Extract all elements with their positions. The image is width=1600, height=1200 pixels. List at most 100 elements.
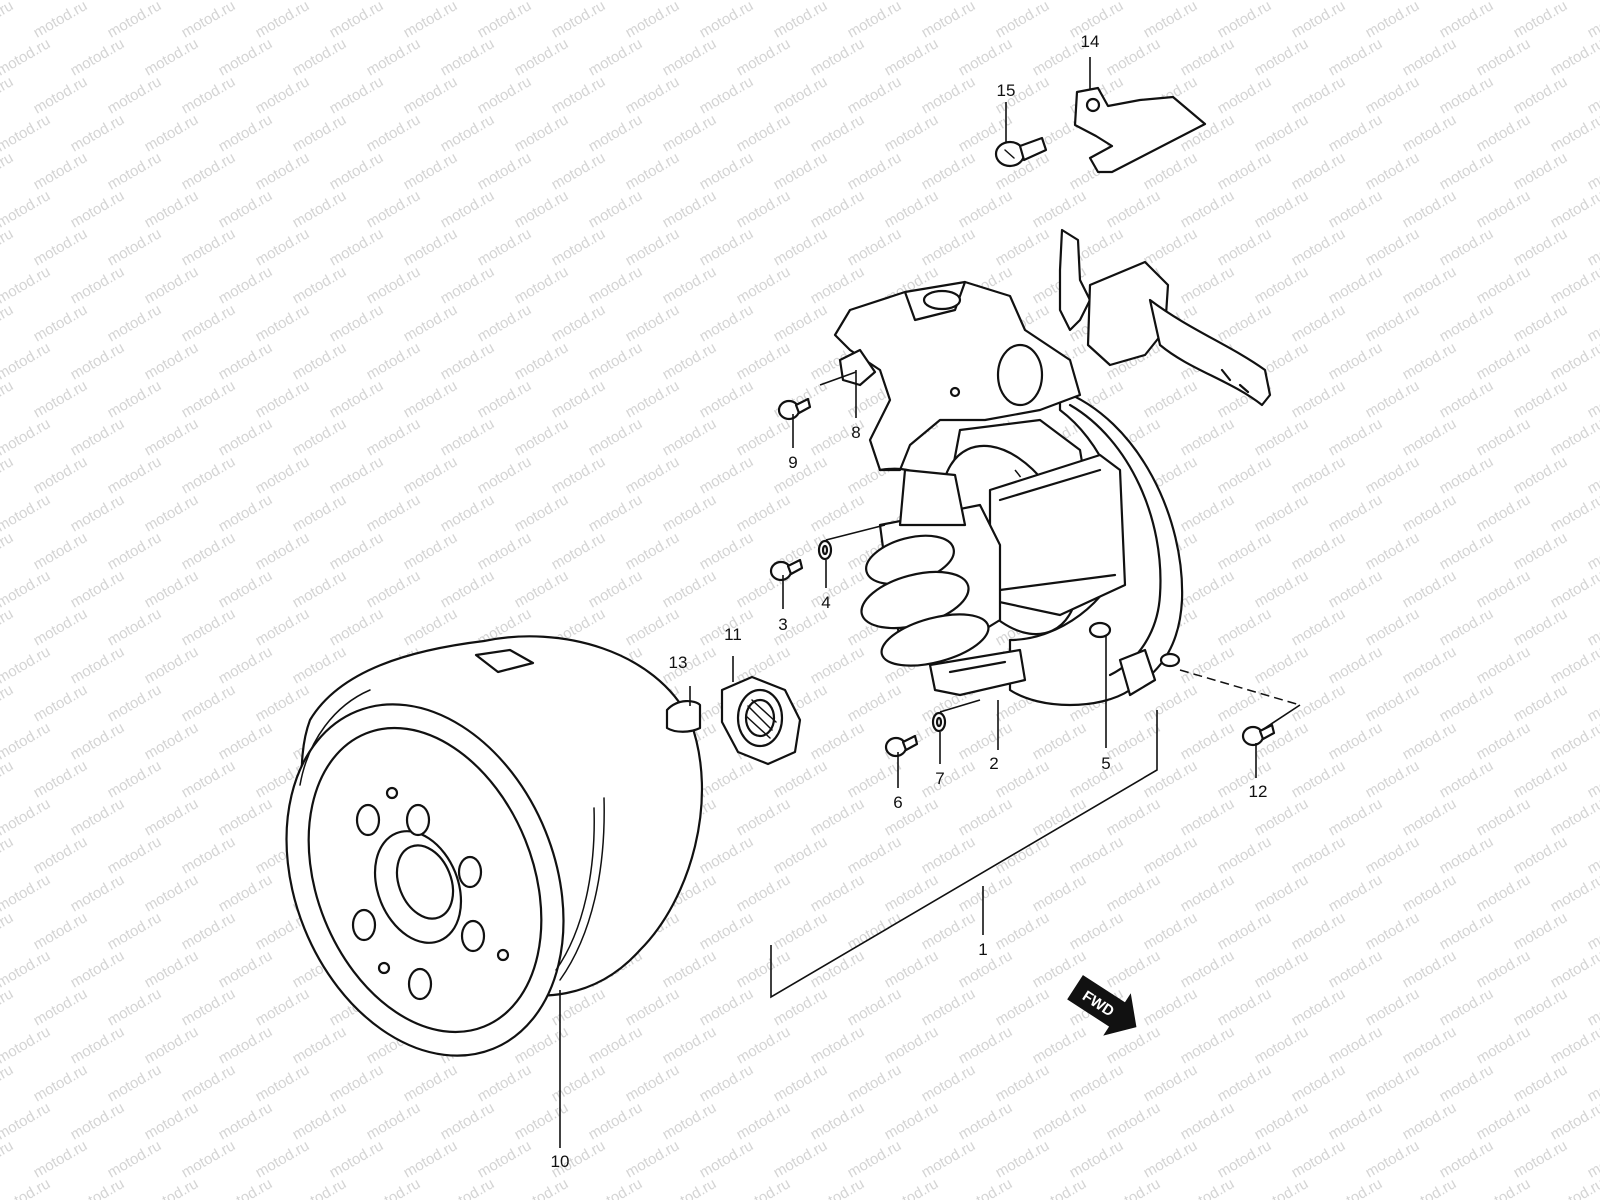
watermark-text: motod.ru — [290, 643, 350, 687]
watermark-text: motod.ru — [290, 263, 350, 307]
watermark-text: motod.ru — [179, 301, 239, 345]
watermark-text: motod.ru — [105, 1137, 165, 1181]
watermark-text: motod.ru — [956, 35, 1016, 79]
watermark-text: motod.ru — [919, 909, 979, 953]
watermark-text: motod.ru — [438, 1099, 498, 1143]
watermark-text: motod.ru — [142, 491, 202, 535]
watermark-text: motod.ru — [142, 35, 202, 79]
watermark-text: motod.ru — [771, 453, 831, 497]
watermark-text: motod.ru — [882, 1099, 942, 1143]
watermark-text: motod.ru — [1178, 643, 1238, 687]
watermark-text: motod.ru — [1289, 985, 1349, 1029]
watermark-text: motod.ru — [438, 491, 498, 535]
watermark-text: motod.ru — [142, 871, 202, 915]
watermark-text: motod.ru — [1474, 567, 1534, 611]
watermark-text: motod.ru — [771, 0, 831, 41]
watermark-text: motod.ru — [105, 0, 165, 41]
watermark-text: motod.ru — [1326, 643, 1386, 687]
watermark-text: motod.ru — [1511, 377, 1571, 421]
watermark-text: motod.ru — [1400, 719, 1460, 763]
watermark-text: motod.ru — [919, 225, 979, 269]
watermark-text: motod.ru — [623, 73, 683, 117]
watermark-text: motod.ru — [845, 1137, 905, 1181]
watermark-text: motod.ru — [216, 1023, 276, 1067]
watermark-text: motod.ru — [290, 567, 350, 611]
watermark-text: motod.ru — [734, 1099, 794, 1143]
watermark-text: motod.ru — [0, 301, 16, 345]
watermark-text: motod.ru — [1215, 149, 1275, 193]
watermark-text: motod.ru — [512, 567, 572, 611]
watermark-text: motod.ru — [1511, 73, 1571, 117]
watermark-text: motod.ru — [253, 73, 313, 117]
watermark-text: motod.ru — [179, 0, 239, 41]
watermark-text: motod.ru — [1252, 491, 1312, 535]
watermark-text: motod.ru — [1511, 833, 1571, 877]
callout-15: 15 — [997, 81, 1016, 100]
watermark-text: motod.ru — [401, 0, 461, 41]
watermark-text: motod.ru — [438, 339, 498, 383]
watermark-text: motod.ru — [1178, 1099, 1238, 1143]
watermark-text: motod.ru — [105, 225, 165, 269]
watermark-text: motod.ru — [401, 605, 461, 649]
watermark-text: motod.ru — [475, 73, 535, 117]
watermark-text: motod.ru — [623, 149, 683, 193]
watermark-text: motod.ru — [179, 453, 239, 497]
watermark-text: motod.ru — [586, 1099, 646, 1143]
watermark-text: motod.ru — [0, 339, 53, 383]
callout-labels: 14 15 9 8 3 4 11 13 6 7 2 5 12 1 10 — [551, 32, 1268, 1171]
watermark-text: motod.ru — [512, 415, 572, 459]
watermark-text: motod.ru — [771, 1061, 831, 1105]
watermark-text: motod.ru — [1400, 795, 1460, 839]
watermark-text: motod.ru — [1511, 529, 1571, 573]
watermark-text: motod.ru — [660, 1099, 720, 1143]
watermark-text: motod.ru — [697, 453, 757, 497]
watermark-text: motod.ru — [1363, 1061, 1423, 1105]
watermark-text: motod.ru — [1363, 909, 1423, 953]
watermark-text: motod.ru — [216, 491, 276, 535]
watermark-text: motod.ru — [438, 415, 498, 459]
watermark-text: motod.ru — [0, 187, 53, 231]
watermark-text: motod.ru — [808, 491, 868, 535]
watermark-text: motod.ru — [882, 187, 942, 231]
watermark-text: motod.ru — [1400, 339, 1460, 383]
watermark-text: motod.ru — [1548, 871, 1600, 915]
watermark-text: motod.ru — [0, 1137, 16, 1181]
watermark-text: motod.ru — [993, 909, 1053, 953]
watermark-text: motod.ru — [808, 947, 868, 991]
watermark-text: motod.ru — [586, 1175, 646, 1200]
watermark-text: motod.ru — [1252, 1099, 1312, 1143]
watermark-text: motod.ru — [734, 415, 794, 459]
watermark-text: motod.ru — [327, 453, 387, 497]
watermark-text: motod.ru — [660, 415, 720, 459]
watermark-text: motod.ru — [1437, 605, 1497, 649]
watermark-text: motod.ru — [808, 35, 868, 79]
watermark-text: motod.ru — [993, 985, 1053, 1029]
watermark-text: motod.ru — [0, 1061, 16, 1105]
watermark-text: motod.ru — [1326, 415, 1386, 459]
watermark-text: motod.ru — [586, 187, 646, 231]
watermark-text: motod.ru — [1437, 73, 1497, 117]
watermark-text: motod.ru — [1215, 0, 1275, 41]
watermark-text: motod.ru — [401, 301, 461, 345]
watermark-text: motod.ru — [660, 35, 720, 79]
watermark-text: motod.ru — [475, 149, 535, 193]
watermark-text: motod.ru — [845, 1061, 905, 1105]
watermark-text: motod.ru — [845, 225, 905, 269]
watermark-text: motod.ru — [142, 111, 202, 155]
watermark-text: motod.ru — [0, 1023, 53, 1067]
watermark-text: motod.ru — [1289, 377, 1349, 421]
watermark-text: motod.ru — [1548, 947, 1600, 991]
watermark-text: motod.ru — [882, 35, 942, 79]
watermark-text: motod.ru — [734, 1175, 794, 1200]
watermark-text: motod.ru — [1030, 871, 1090, 915]
watermark-text: motod.ru — [438, 567, 498, 611]
watermark-text: motod.ru — [1548, 795, 1600, 839]
watermark-text: motod.ru — [179, 833, 239, 877]
watermark-text: motod.ru — [31, 985, 91, 1029]
watermark-text: motod.ru — [882, 947, 942, 991]
watermark-text: motod.ru — [253, 1137, 313, 1181]
watermark-text: motod.ru — [68, 567, 128, 611]
watermark-text: motod.ru — [660, 1023, 720, 1067]
watermark-text: motod.ru — [1289, 225, 1349, 269]
